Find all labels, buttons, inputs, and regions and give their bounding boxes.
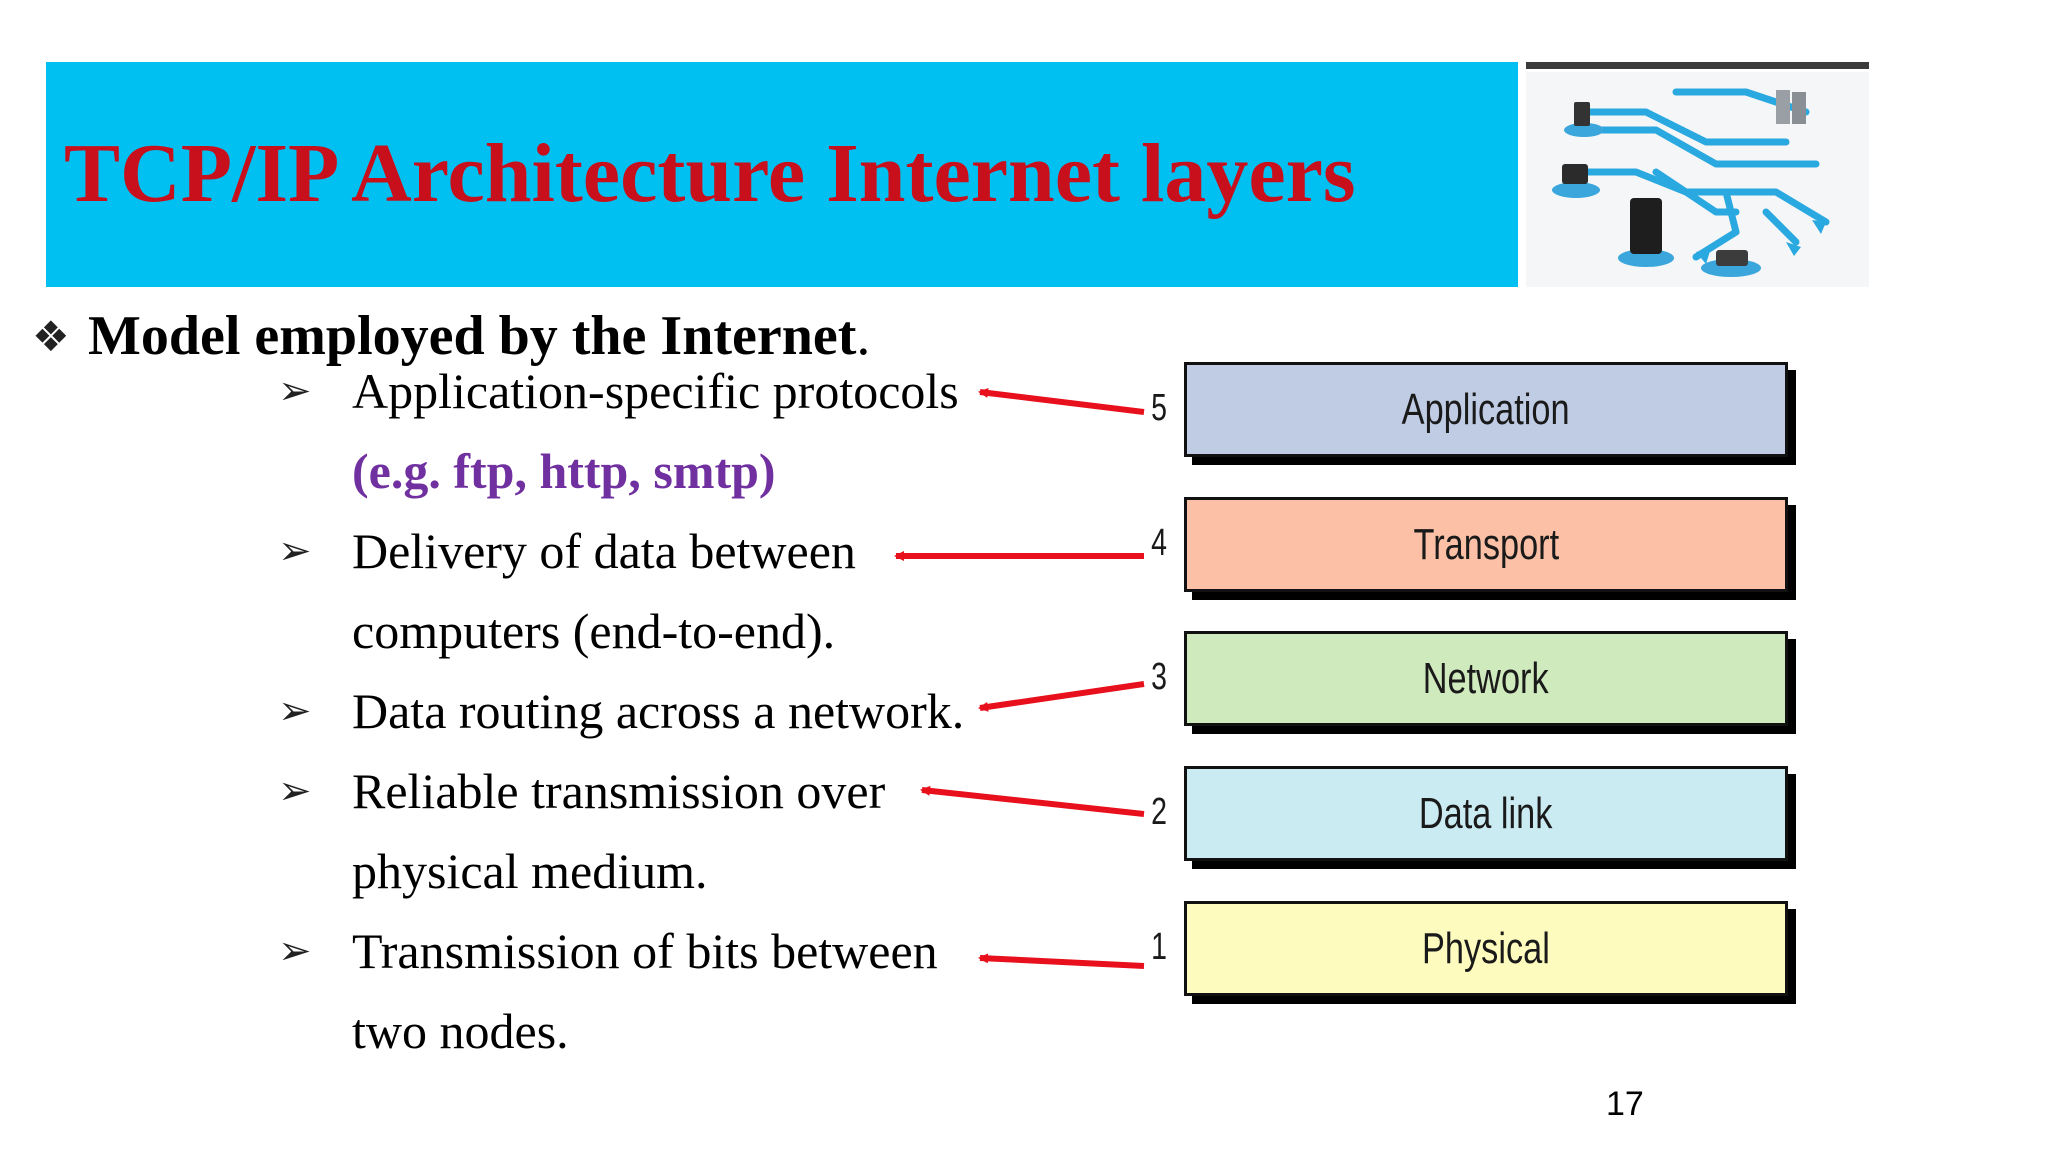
layer-label: Data link bbox=[1419, 788, 1553, 838]
bullet-physical-line-2: two nodes. bbox=[352, 1003, 569, 1059]
layer-number: 3 bbox=[1151, 656, 1167, 698]
layer-number: 4 bbox=[1151, 522, 1167, 564]
arrow-bullet-icon: ➢ bbox=[278, 928, 312, 974]
diamond-bullet-icon: ❖ bbox=[32, 311, 70, 361]
pointer-arrow-physical bbox=[978, 953, 1145, 969]
bullet-datalink-line-2: physical medium. bbox=[352, 843, 708, 899]
pointer-arrow-network bbox=[978, 681, 1145, 712]
bullet-datalink-line-1: Reliable transmission over bbox=[352, 763, 886, 819]
network-topology-icon bbox=[1526, 72, 1869, 287]
slide-title: TCP/IP Architecture Internet layers bbox=[64, 127, 1356, 220]
arrow-bullet-icon: ➢ bbox=[278, 528, 312, 574]
arrow-bullet-icon: ➢ bbox=[278, 368, 312, 414]
layer-label: Application bbox=[1402, 384, 1570, 434]
bullet-application-line-1: Application-specific protocols bbox=[352, 363, 959, 419]
lead-text: Model employed by the Internet bbox=[88, 305, 857, 367]
layer-label: Transport bbox=[1413, 519, 1559, 569]
title-band: TCP/IP Architecture Internet layers bbox=[46, 62, 1518, 287]
layer-box-data-link: Data link bbox=[1184, 766, 1788, 861]
title-divider bbox=[1526, 62, 1869, 69]
layer-box-physical: Physical bbox=[1184, 901, 1788, 996]
lead-period: . bbox=[856, 305, 871, 367]
bullet-physical-line-1: Transmission of bits between bbox=[352, 923, 938, 979]
arrow-bullet-icon: ➢ bbox=[278, 768, 312, 814]
layer-box-transport: Transport bbox=[1184, 497, 1788, 592]
arrow-bullet-icon: ➢ bbox=[278, 688, 312, 734]
layer-number: 5 bbox=[1151, 387, 1167, 429]
bullet-network-line-1: Data routing across a network. bbox=[352, 683, 965, 739]
layer-number: 1 bbox=[1151, 926, 1167, 968]
bullet-application-protocol-examples: (e.g. ftp, http, smtp) bbox=[352, 443, 776, 499]
bullet-transport-line-1: Delivery of data between bbox=[352, 523, 856, 579]
bullet-transport-line-2: computers (end-to-end). bbox=[352, 603, 836, 659]
lead-bullet-row: ❖ Model employed by the Internet . bbox=[32, 300, 870, 372]
layer-label: Network bbox=[1423, 653, 1549, 703]
layer-box-application: Application bbox=[1184, 362, 1788, 457]
slide-number: 17 bbox=[1606, 1085, 1644, 1123]
layer-label: Physical bbox=[1422, 923, 1550, 973]
layer-number: 2 bbox=[1151, 791, 1167, 833]
pointer-arrow-data-link bbox=[920, 785, 1145, 817]
layer-box-network: Network bbox=[1184, 631, 1788, 726]
pointer-arrow-application bbox=[978, 388, 1145, 415]
